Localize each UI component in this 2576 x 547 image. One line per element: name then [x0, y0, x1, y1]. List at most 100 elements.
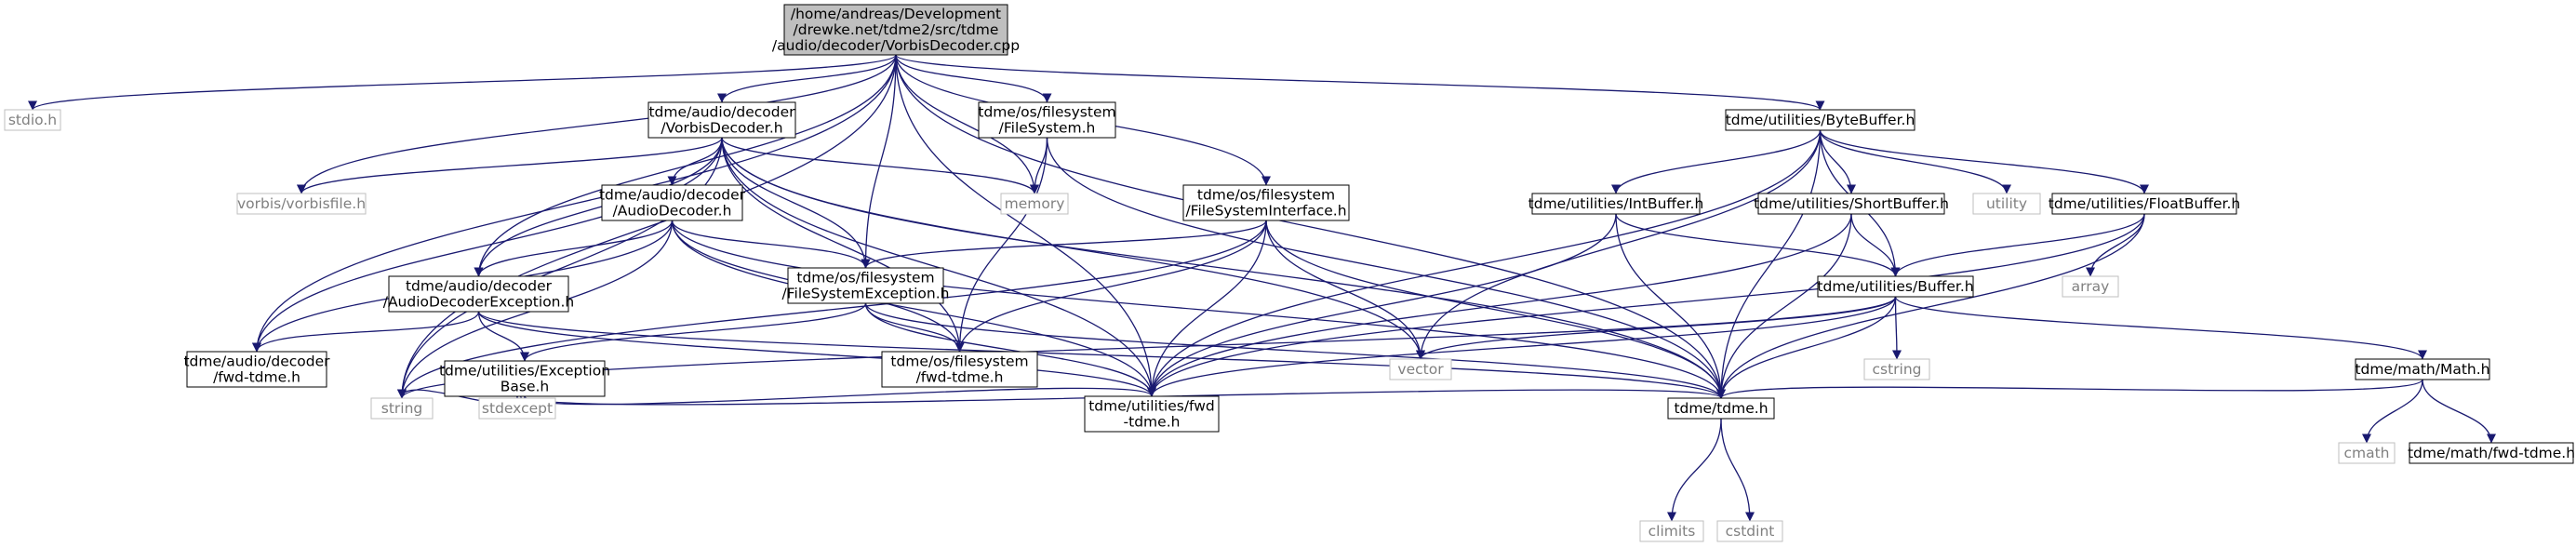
node-box-vorbisfile: [236, 193, 367, 215]
node-label-fsexception-line-0: tdme/os/filesystem: [796, 270, 934, 287]
edge-vorbisdecoder_h-to-tdme_h: [721, 137, 1726, 399]
node-box-bytebuffer: [1725, 109, 1915, 131]
node-label-root-line-0: /home/andreas/Development: [791, 6, 1001, 22]
edge-fsinterface-to-util_fwd: [1147, 220, 1267, 397]
node-label-fsexception-line-1: /FileSystemException.h: [782, 286, 950, 302]
edge-audiodecoder_h-to-tdme_h: [671, 220, 1726, 399]
node-string: string: [370, 397, 434, 420]
edge-bytebuffer-to-utility: [1819, 129, 2011, 194]
node-box-cstring: [1863, 358, 1930, 380]
node-label-memory-line-0: memory: [1005, 195, 1065, 212]
node-filesystem_h[interactable]: tdme/os/filesystem/FileSystem.h: [978, 101, 1116, 139]
node-label-filesystem_h-line-0: tdme/os/filesystem: [978, 104, 1115, 121]
edge-fsinterface-to-os_fwd: [954, 220, 1267, 353]
node-box-buffer: [1817, 275, 1974, 298]
node-cmath: cmath: [2338, 442, 2396, 464]
node-vorbisfile: vorbis/vorbisfile.h: [236, 193, 367, 215]
node-vorbisdecoder_h[interactable]: tdme/audio/decoder/VorbisDecoder.h: [647, 101, 796, 139]
node-label-shortbuffer-line-0: tdme/utilities/ShortBuffer.h: [1754, 195, 1949, 212]
node-floatbuffer[interactable]: tdme/utilities/FloatBuffer.h: [2049, 193, 2240, 215]
edge-root-to-util_fwd: [895, 54, 1156, 397]
node-fsinterface[interactable]: tdme/os/filesystem/FileSystemInterface.h: [1182, 184, 1350, 221]
edge-root-to-vorbisdecoder_h: [717, 54, 897, 103]
node-label-audio_fwd-line-0: tdme/audio/decoder: [183, 354, 330, 370]
edge-intbuffer-to-buffer: [1615, 213, 1901, 277]
node-audio_fwd[interactable]: tdme/audio/decoder/fwd-tdme.h: [183, 351, 330, 388]
node-buffer[interactable]: tdme/utilities/Buffer.h: [1817, 275, 1974, 298]
edge-floatbuffer-to-tdme_h: [1716, 213, 2145, 399]
node-fsexception[interactable]: tdme/os/filesystem/FileSystemException.h: [782, 267, 950, 304]
node-label-buffer-line-0: tdme/utilities/Buffer.h: [1817, 278, 1973, 295]
node-shortbuffer[interactable]: tdme/utilities/ShortBuffer.h: [1754, 193, 1949, 215]
edge-vorbisdecoder_h-to-memory: [721, 137, 1039, 194]
edge-vorbisdecoder_h-to-os_fwd: [721, 137, 965, 353]
node-box-filesystem_h: [978, 101, 1116, 139]
edge-root-to-vorbisfile: [297, 54, 897, 194]
edge-filesystem_h-to-tdme_h: [1046, 137, 1726, 399]
edge-audiodecoder_h-to-fsexception: [671, 220, 871, 269]
node-intbuffer[interactable]: tdme/utilities/IntBuffer.h: [1528, 193, 1704, 215]
node-adexception[interactable]: tdme/audio/decoder/AudioDecoderException…: [383, 275, 575, 313]
edge-buffer-to-cstring: [1891, 296, 1902, 360]
edge-fsinterface-to-tdme_h: [1265, 220, 1726, 399]
edge-root-to-filesystem_h: [895, 54, 1052, 103]
node-label-cstdint-line-0: cstdint: [1726, 523, 1775, 540]
node-label-stdio-line-0: stdio.h: [8, 112, 57, 128]
edge-shortbuffer-to-tdme_h: [1716, 213, 1852, 399]
node-label-audiodecoder_h-line-0: tdme/audio/decoder: [599, 187, 746, 204]
node-box-audiodecoder_h: [601, 184, 743, 221]
edge-root-to-tdme_h: [895, 54, 1726, 399]
node-climits: climits: [1639, 520, 1704, 542]
node-root[interactable]: /home/andreas/Development/drewke.net/tdm…: [772, 4, 1020, 56]
node-box-stdio: [4, 109, 61, 131]
edge-root-to-bytebuffer: [895, 54, 1825, 111]
node-box-vorbisdecoder_h: [647, 101, 796, 139]
edge-root-to-stdio: [28, 54, 897, 111]
node-label-vorbisdecoder_h-line-1: /VorbisDecoder.h: [661, 120, 782, 137]
node-label-vector-line-0: vector: [1397, 361, 1444, 378]
edge-buffer-to-tdme_h: [1716, 296, 1897, 399]
edge-fsexception-to-util_fwd: [864, 302, 1156, 397]
edge-bytebuffer-to-shortbuffer: [1819, 129, 1856, 194]
node-label-filesystem_h-line-1: /FileSystem.h: [999, 120, 1096, 137]
edge-tdme_h-to-cstdint: [1720, 418, 1755, 522]
node-box-vector: [1389, 358, 1452, 380]
edge-root-to-audio_fwd: [252, 54, 897, 353]
node-label-array-line-0: array: [2072, 278, 2110, 295]
node-math_fwd[interactable]: tdme/math/fwd-tdme.h: [2408, 442, 2575, 464]
node-label-intbuffer-line-0: tdme/utilities/IntBuffer.h: [1528, 195, 1704, 212]
edge-root-to-memory: [895, 54, 1039, 194]
node-label-string-line-0: string: [381, 400, 423, 417]
edge-adexception-to-tdme_h: [477, 311, 1726, 399]
node-box-math_fwd: [2409, 442, 2574, 464]
node-audiodecoder_h[interactable]: tdme/audio/decoder/AudioDecoder.h: [599, 184, 746, 221]
edge-floatbuffer-to-buffer: [1890, 213, 2145, 277]
node-bytebuffer[interactable]: tdme/utilities/ByteBuffer.h: [1725, 109, 1915, 131]
node-label-math_fwd-line-0: tdme/math/fwd-tdme.h: [2408, 445, 2575, 461]
edge-math-to-math_fwd: [2422, 379, 2496, 444]
node-label-vorbisfile-line-0: vorbis/vorbisfile.h: [237, 195, 366, 212]
node-math[interactable]: tdme/math/Math.h: [2355, 358, 2490, 380]
edge-math-to-tdme_h: [1716, 379, 2423, 399]
node-box-adexception: [388, 275, 569, 313]
node-label-root-line-1: /drewke.net/tdme2/src/tdme: [794, 21, 999, 38]
node-box-math: [2355, 358, 2490, 380]
edge-shortbuffer-to-buffer: [1850, 213, 1901, 277]
edge-filesystem_h-to-os_fwd: [954, 137, 1048, 353]
edge-vorbisdecoder_h-to-fsexception: [721, 137, 871, 269]
node-tdme_h[interactable]: tdme/tdme.h: [1667, 397, 1775, 420]
edge-math-to-cmath: [2362, 379, 2423, 444]
edge-fsinterface-to-vector: [1265, 220, 1425, 360]
node-label-fsinterface-line-0: tdme/os/filesystem: [1197, 187, 1335, 204]
node-label-audio_fwd-line-1: /fwd-tdme.h: [213, 369, 300, 386]
node-label-adexception-line-0: tdme/audio/decoder: [406, 278, 553, 295]
node-label-utility-line-0: utility: [1986, 195, 2027, 212]
edge-root-to-fsexception: [861, 54, 897, 269]
node-vector: vector: [1389, 358, 1452, 380]
edge-exceptionbase-to-util_fwd: [524, 387, 1156, 406]
node-os_fwd[interactable]: tdme/os/filesystem/fwd-tdme.h: [881, 351, 1038, 388]
node-label-math-line-0: tdme/math/Math.h: [2355, 361, 2489, 378]
node-util_fwd[interactable]: tdme/utilities/fwd-tdme.h: [1084, 395, 1220, 433]
node-box-root: [783, 4, 1008, 56]
